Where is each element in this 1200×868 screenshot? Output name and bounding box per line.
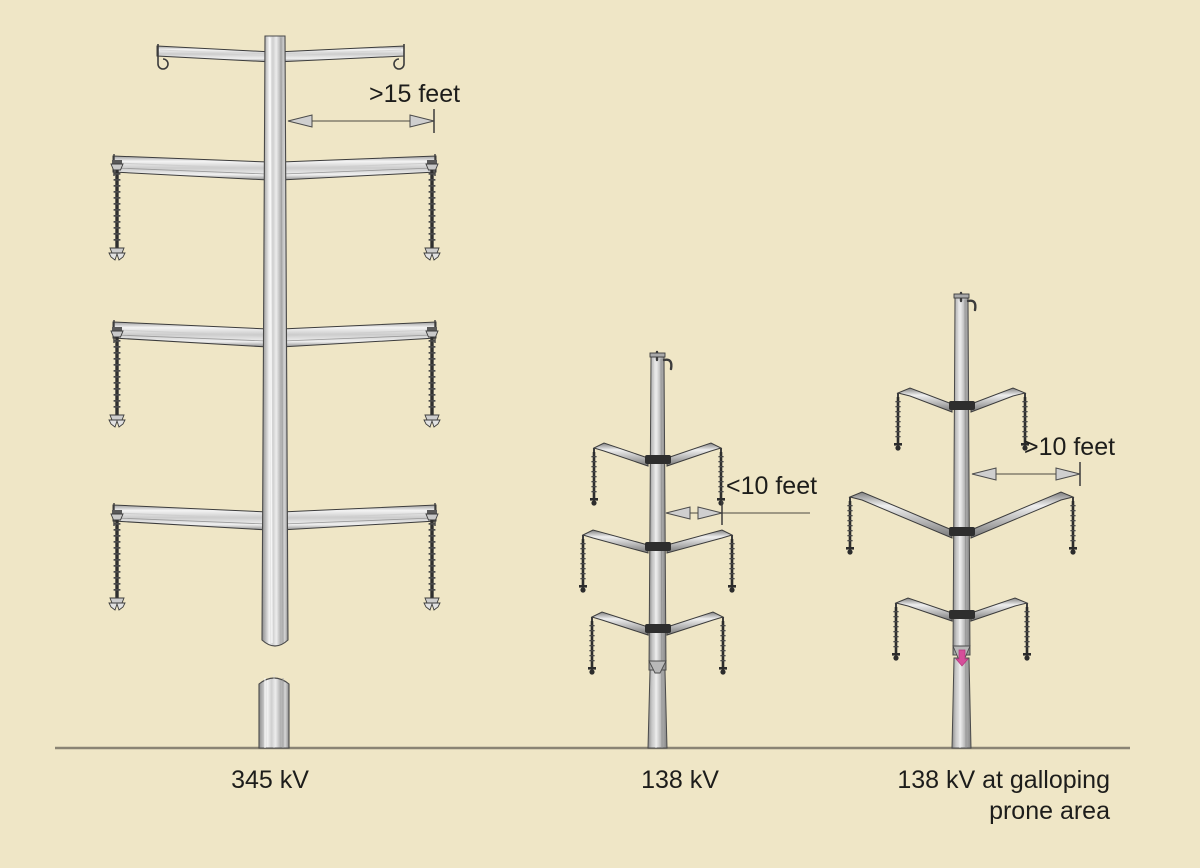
dimension-138 <box>665 501 810 525</box>
insulator-string <box>423 159 441 261</box>
pole-shaft-138g <box>951 291 977 749</box>
caption-345kv: 345 kV <box>231 766 309 794</box>
pole-shaft-345 <box>261 35 289 647</box>
crossarm-345-upper <box>108 154 441 261</box>
post-insulator <box>579 539 587 593</box>
post-insulator <box>894 397 902 451</box>
crossarm-138g-upper <box>894 387 1029 451</box>
dimension-label-138kv-galloping: >10 feet <box>1024 433 1116 461</box>
dimension-label-345kv: >15 feet <box>369 80 461 108</box>
insulator-string <box>423 326 441 428</box>
insulator-string <box>108 326 126 428</box>
crossarm-138g-lower <box>892 597 1031 661</box>
splice-marker <box>952 645 971 667</box>
crossarm-345-middle <box>108 320 441 428</box>
dimension-345 <box>287 109 435 133</box>
dimension-138g <box>971 462 1081 486</box>
post-insulator <box>717 452 725 506</box>
crossarm-345-lower <box>108 503 441 611</box>
caption-138kv: 138 kV <box>641 766 719 794</box>
pole-shaft-138 <box>647 350 673 749</box>
post-insulator <box>588 621 596 675</box>
post-insulator <box>728 539 736 593</box>
post-insulator <box>892 607 900 661</box>
post-insulator <box>1023 607 1031 661</box>
pole-base-345 <box>258 674 290 749</box>
crossarm-138-upper <box>590 442 725 506</box>
post-insulator <box>719 621 727 675</box>
crossarm-138g-middle <box>846 491 1077 555</box>
crossarm-138-middle <box>579 529 736 593</box>
tower-138kv <box>579 350 810 749</box>
dimension-label-138kv: <10 feet <box>726 472 818 500</box>
post-insulator <box>1069 501 1077 555</box>
insulator-string <box>108 159 126 261</box>
crossarm-138-lower <box>588 611 727 675</box>
insulator-string <box>423 509 441 611</box>
post-insulator <box>846 501 854 555</box>
caption-138kv-galloping: 138 kV at galloping prone area <box>897 766 1110 825</box>
post-insulator <box>590 452 598 506</box>
tower-138kv-galloping <box>846 291 1081 749</box>
tower-345kv <box>108 35 441 749</box>
insulator-string <box>108 509 126 611</box>
shield-wire-arm-345 <box>156 44 405 70</box>
